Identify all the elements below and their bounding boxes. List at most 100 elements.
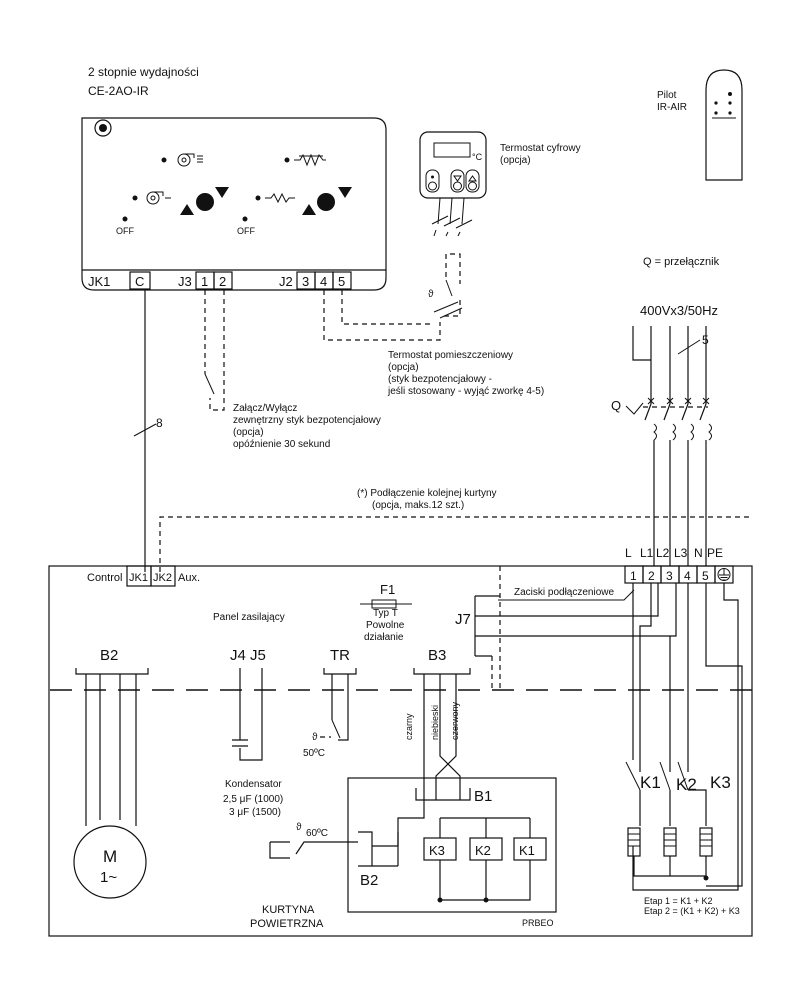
term-3: 3 [666,569,673,583]
terminals-label: Zaciski podłączeniowe [514,587,614,598]
terminal-c: C [135,274,144,289]
term-4: 4 [684,569,691,583]
digital-thermostat-option: (opcja) [500,155,531,166]
contactor-k1: K1 [640,773,661,792]
main-switch [644,397,712,566]
external-switch-delay: opóźnienie 30 sekund [233,439,330,450]
term-label-pe: PE [707,546,723,560]
term-2: 2 [648,569,655,583]
model-title: 2 stopnie wydajności [88,65,199,79]
curtain-unit-frame [48,565,753,937]
switch-legend: Q = przełącznik [643,256,720,268]
wire-black: czarny [404,713,414,740]
terminal-j2-3: 3 [302,274,309,289]
ground-icon [717,568,731,581]
digital-thermostat: °C [419,131,487,237]
unit-terminal-jk2: JK2 [153,572,172,584]
curtain-title-1: KURTYNA [262,904,315,916]
fuse-speed-1: Powolne [366,620,405,631]
next-curtain-limit: (opcja, maks.12 szt.) [372,500,464,511]
remote-label: Pilot [657,90,677,101]
terminal-j2-4: 4 [320,274,327,289]
heater-down-arrow-icon [338,187,352,198]
term-label-l: L [625,546,632,560]
heater-knob [317,193,335,211]
term-label-l1: L1 [640,546,654,560]
relay-k1: K1 [519,843,535,858]
thermal-temperature: 60ºC [306,828,328,839]
aux-label: Aux. [178,572,200,584]
digital-thermostat-label: Termostat cyfrowy [500,143,581,154]
supply-cable-count: 5 [702,333,709,347]
heater-high-icon [294,153,326,167]
control-panel: OFF OFF JK1 C J3 1 2 J2 3 4 [81,117,387,291]
control-cable-count: 8 [156,416,163,430]
motor-phase: 1~ [100,869,117,886]
prbeo-module [347,777,557,913]
room-thermostat-option: (opcja) [388,362,419,373]
fan-up-arrow-icon [180,204,194,215]
external-switch-option: (opcja) [233,427,264,438]
b3-connector: B3 [428,647,446,664]
tr-theta: ϑ [312,732,318,743]
control-label: Control [87,572,122,584]
terminal-strip: L L1 L2 L3 N PE 1 2 3 4 5 [624,546,734,584]
heater-low-icon [265,192,295,204]
curtain-title-2: POWIETRZNA [250,918,324,930]
tr-thermostat: ϑ 50ºC [303,674,349,759]
motor-symbol: M [103,847,117,866]
term-label-n: N [694,546,703,560]
prbeo-label: PRBEO [522,918,554,928]
relay-k3: K3 [429,843,445,858]
supply-lines: 5 Q [611,326,709,415]
next-curtain-label: (*) Podłączenie kolejnej kurtyny [357,488,497,499]
wire-blue: niebieski [430,705,440,740]
remote-model: IR-AIR [657,102,687,113]
motor: M 1~ [73,674,147,899]
fan-low-icon [146,191,171,205]
terminal-j3-2: 2 [219,274,226,289]
unit-terminal-jk1: JK1 [129,572,148,584]
external-switch [204,290,225,411]
power-panel-label: Panel zasilający [213,612,285,623]
contactor-k2: K2 [676,775,697,794]
external-switch-desc: zewnętrzny styk bezpotencjałowy [233,415,381,426]
power-led-icon [94,119,112,137]
fuse-speed-2: działanie [364,632,404,643]
contactor-k3: K3 [710,773,731,792]
term-5: 5 [702,569,709,583]
terminal-j3-1: 1 [201,274,208,289]
room-thermostat-wire-5 [341,290,434,325]
term-label-l3: L3 [674,546,688,560]
tr-temperature: 50ºC [303,748,325,759]
room-thermostat-label: Termostat pomieszczeniowy [388,350,513,361]
relay-k2: K2 [475,843,491,858]
b1-connector: B1 [474,788,492,805]
wire-brown: czerwony [450,701,460,740]
capacitor-value-1000: 2,5 μF (1000) [223,794,283,805]
supply-voltage: 400Vx3/50Hz [640,303,718,318]
capacitor [232,674,263,761]
b3-wires: czarny niebieski czerwony [397,674,461,866]
heater-off-label: OFF [237,226,255,236]
next-curtain-link [159,516,752,572]
capacitor-label: Kondensator [225,779,282,790]
thermostat-theta-symbol: ϑ [428,289,434,300]
room-thermostat: ϑ [428,253,463,319]
capacitor-value-1500: 3 μF (1500) [229,807,281,818]
connector-j7: J7 [455,611,471,628]
b2-lower-connector: B2 [360,872,378,889]
switch-q-label: Q [611,398,621,413]
motor-connector-b2: B2 [100,647,118,664]
heater-up-arrow-icon [302,204,316,215]
room-thermostat-wire-4 [323,290,441,341]
thermal-theta: ϑ [296,822,302,833]
thermostat-unit: °C [472,152,483,162]
fan-down-arrow-icon [215,187,229,198]
room-thermostat-note1: (styk bezpotencjałowy - [388,374,492,385]
contactors: K1 K2 K3 [625,583,743,891]
fuse-f1: F1 Typ T Powolne działanie [360,582,412,643]
remote-control-icon [705,69,743,181]
